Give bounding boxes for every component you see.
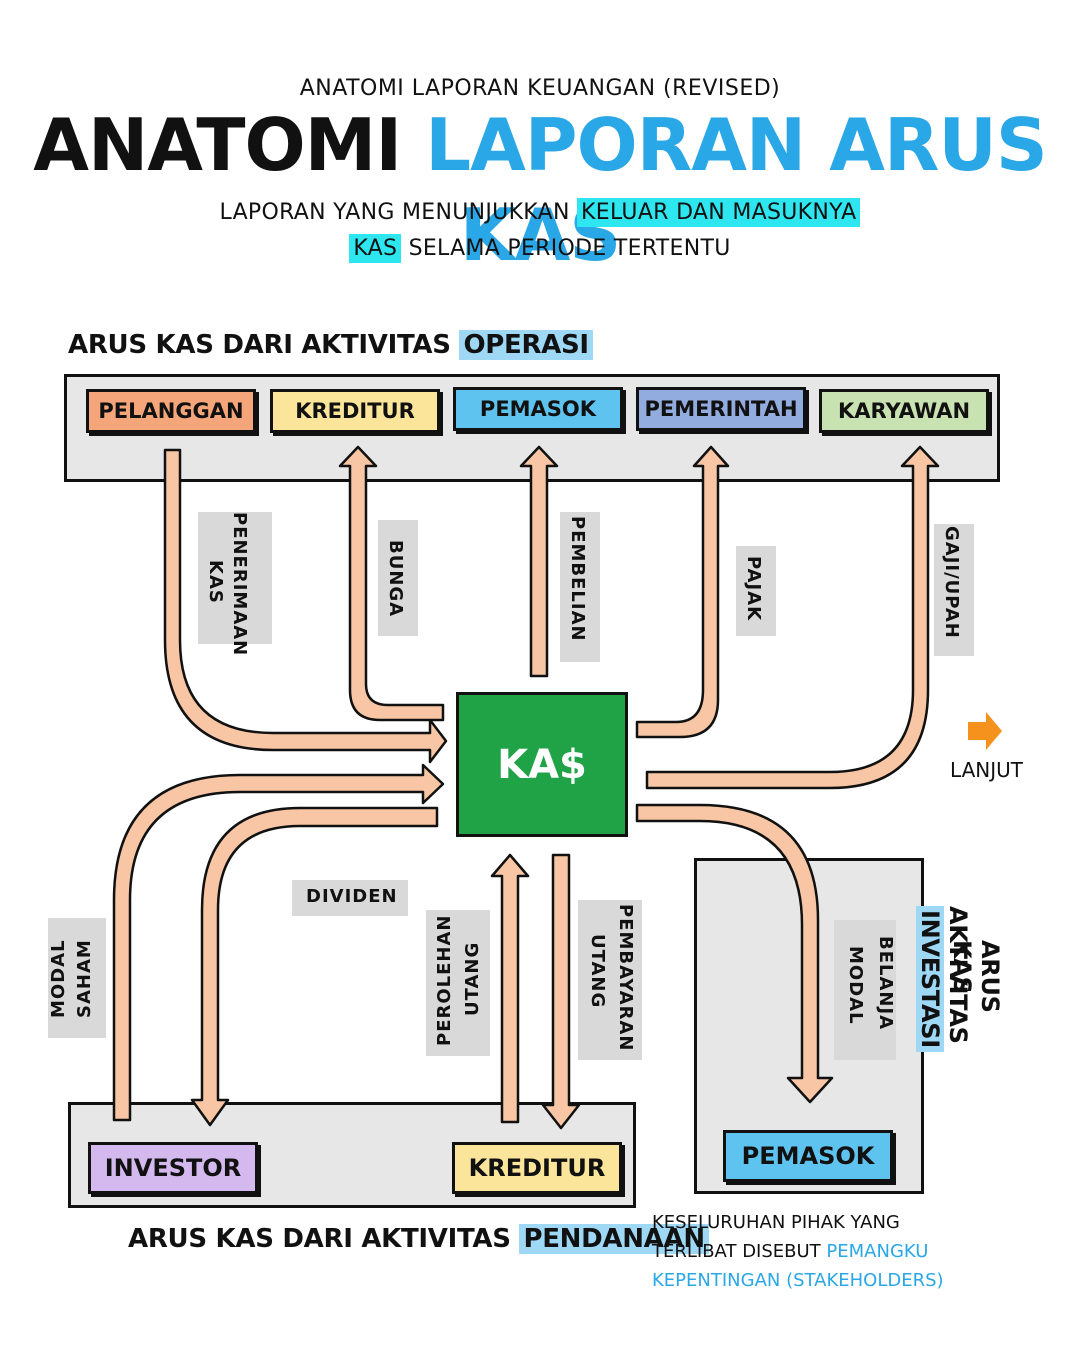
label-perolehan-utang-1: PEROLEHAN (434, 914, 455, 1046)
label-belanja-modal-1: BELANJA (875, 936, 896, 1031)
arrow-belanja-modal (635, 803, 834, 1104)
subtitle-line1-prefix: LAPORAN YANG MENUNJUKKAN (219, 200, 570, 225)
label-pajak: PAJAK (743, 556, 764, 622)
label-dividen: DIVIDEN (306, 886, 398, 907)
operating-label-highlight: OPERASI (459, 330, 593, 360)
note-line1: KESELURUHAN PIHAK YANG (652, 1212, 900, 1233)
arrow-pajak (635, 445, 730, 739)
title-part1: ANATOMI (33, 103, 402, 187)
label-penerimaan-kas-1: PENERIMAAN (229, 512, 250, 657)
party-kreditur-pendanaan: KREDITUR (452, 1142, 622, 1194)
label-pembayaran-utang-1: PEMBAYARAN (615, 904, 636, 1052)
smear-modal-saham (48, 918, 106, 1038)
party-karyawan: KARYAWAN (819, 389, 989, 433)
note-line2: TERLIBAT DISEBUT PEMANGKU (652, 1237, 982, 1266)
arrow-bunga (338, 445, 445, 722)
subtitle-line1-highlight: KELUAR DAN MASUKNYA (577, 198, 861, 227)
note-line2-highlight: PEMANGKU (826, 1241, 929, 1262)
label-modal-saham-2: SAHAM (74, 939, 95, 1018)
smear-perolehan (426, 910, 490, 1056)
kas-center-box: KA$ (456, 692, 628, 837)
investing-label-highlight: INVESTASI (916, 906, 944, 1052)
stakeholders-note: KESELURUHAN PIHAK YANG TERLIBAT DISEBUT … (652, 1208, 982, 1295)
label-perolehan-utang-2: UTANG (462, 941, 483, 1016)
financing-label-highlight: PENDANAAN (519, 1224, 709, 1254)
smear-pembayaran (578, 900, 642, 1060)
party-pemasok-investasi: PEMASOK (723, 1130, 893, 1182)
arrow-penerimaan-kas (163, 448, 448, 764)
arrow-dividen (190, 806, 439, 1127)
investing-label-line2: AKTIVITAS INVESTASI (916, 906, 972, 1052)
smear-dividen (292, 880, 408, 916)
smear-bunga (378, 520, 418, 636)
smear-pembelian (560, 512, 600, 662)
smear-belanja (834, 920, 896, 1060)
party-kreditur-operasi: KREDITUR (270, 389, 440, 433)
label-bunga: BUNGA (385, 540, 406, 618)
note-line2-prefix: TERLIBAT DISEBUT (652, 1241, 821, 1262)
lanjut-label[interactable]: LANJUT (950, 758, 1023, 782)
subtitle-line2-suffix: SELAMA PERIODE TERTENTU (408, 236, 731, 261)
subtitle-line1: LAPORAN YANG MENUNJUKKAN KELUAR DAN MASU… (0, 198, 1080, 227)
subtitle-line2-highlight: KAS (349, 234, 402, 263)
label-pembelian: PEMBELIAN (567, 516, 588, 642)
party-pemerintah: PEMERINTAH (636, 387, 806, 431)
arrow-pembelian (519, 445, 559, 678)
financing-label-prefix: ARUS KAS DARI AKTIVITAS (128, 1224, 511, 1254)
arrow-gaji-upah (645, 445, 940, 790)
arrow-perolehan-utang (490, 853, 530, 1124)
investing-label-prefix: AKTIVITAS (944, 906, 972, 1044)
party-pelanggan: PELANGGAN (86, 389, 256, 433)
label-pembayaran-utang-2: UTANG (587, 934, 608, 1009)
smear-pajak (736, 546, 776, 636)
operating-section-label: ARUS KAS DARI AKTIVITAS OPERASI (68, 330, 593, 360)
arrow-modal-saham (112, 763, 445, 1122)
smear-gaji (934, 524, 974, 656)
supertitle: ANATOMI LAPORAN KEUANGAN (REVISED) (299, 76, 781, 101)
subtitle-line2: KAS SELAMA PERIODE TERTENTU (0, 234, 1080, 263)
party-investor: INVESTOR (88, 1142, 258, 1194)
label-belanja-modal-2: MODAL (845, 946, 866, 1025)
financing-section-label: ARUS KAS DARI AKTIVITAS PENDANAAN (128, 1224, 709, 1254)
label-penerimaan-kas-2: KAS (205, 560, 226, 604)
arrow-pembayaran-utang (541, 853, 581, 1130)
note-line3: KEPENTINGAN (STAKEHOLDERS) (652, 1270, 944, 1291)
party-pemasok-operasi: PEMASOK (453, 387, 623, 431)
label-gaji-upah: GAJI/UPAH (941, 526, 962, 639)
smear-penerimaan (198, 512, 272, 644)
lanjut-arrow-icon (968, 712, 1002, 750)
operating-label-prefix: ARUS KAS DARI AKTIVITAS (68, 330, 451, 360)
label-modal-saham-1: MODAL (48, 939, 69, 1018)
